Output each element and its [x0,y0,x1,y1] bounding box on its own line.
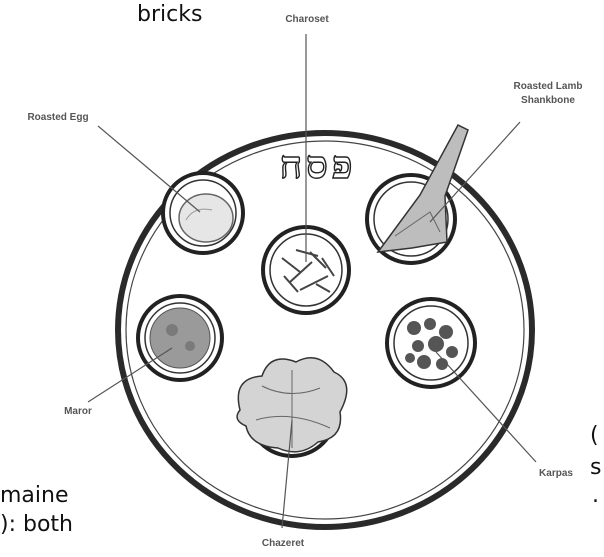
karpas-bowl [387,299,475,387]
label-shankbone-line2: Shankbone [521,95,575,106]
roasted-egg-leader [98,126,200,212]
overlay-bottom-left-line1: maine [0,483,69,508]
hebrew-title: פסח [280,142,357,187]
label-shankbone-line1: Roasted Lamb [514,81,583,92]
label-roasted-egg: Roasted Egg [27,112,88,123]
overlay-right-fragment-3: . [592,483,599,508]
overlay-bottom-left-line2: ): both [0,512,73,537]
label-charoset: Charoset [285,14,329,25]
overlay-top-text: bricks [137,2,202,27]
overlay-right-fragment-2: s [590,455,601,480]
overlay-right-fragment-1: ( [590,423,599,448]
label-maror: Maror [64,406,92,417]
maror-bowl [138,296,222,380]
label-chazeret: Chazeret [262,538,305,549]
label-karpas: Karpas [539,468,573,479]
maror-icon [150,308,210,368]
roasted-egg-bowl [163,173,243,253]
